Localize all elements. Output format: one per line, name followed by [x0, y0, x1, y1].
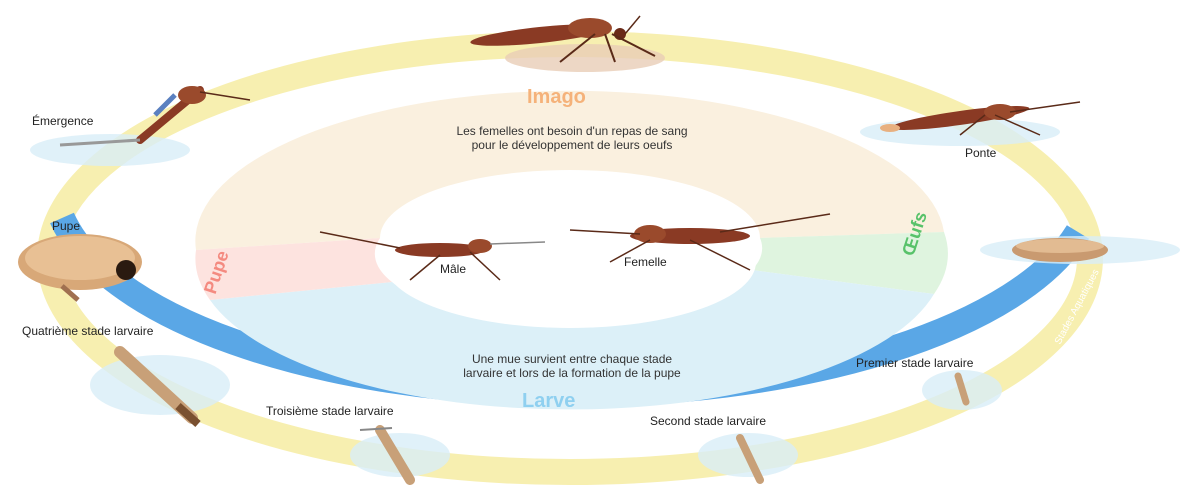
stage-title-larve: Larve — [522, 390, 575, 413]
imago-note-line1: Les femelles ont besoin d'un repas de sa… — [362, 124, 782, 138]
label-emergence: Émergence — [32, 114, 93, 128]
label-femelle: Femelle — [624, 255, 667, 269]
label-troisieme-stade: Troisième stade larvaire — [266, 404, 394, 418]
imago-note-line2: pour le développement de leurs oeufs — [362, 138, 782, 152]
water-patch — [30, 134, 190, 166]
larve-note-line2: larvaire et lors de la formation de la p… — [362, 366, 782, 380]
label-premier-stade: Premier stade larvaire — [856, 356, 973, 370]
label-second-stade: Second stade larvaire — [650, 414, 766, 428]
label-pupe: Pupe — [52, 219, 80, 233]
label-quatrieme-stade: Quatrième stade larvaire — [22, 324, 153, 338]
larve-note-line1: Une mue survient entre chaque stade — [362, 352, 782, 366]
larve-note: Une mue survient entre chaque stade larv… — [362, 352, 782, 380]
label-male: Mâle — [440, 262, 466, 276]
egg-raft-icon — [1012, 238, 1108, 262]
stage-title-imago: Imago — [527, 86, 586, 109]
label-ponte: Ponte — [965, 146, 996, 160]
imago-note: Les femelles ont besoin d'un repas de sa… — [362, 124, 782, 152]
